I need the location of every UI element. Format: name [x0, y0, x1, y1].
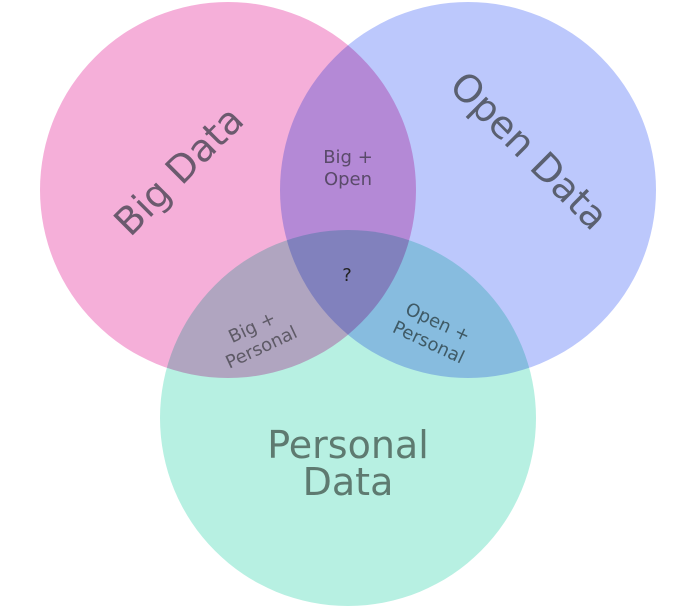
- personal-data-circle: [160, 230, 536, 606]
- personal-data-label-line2: Data: [303, 460, 394, 504]
- big-open-label-line1: Big +: [323, 147, 373, 168]
- personal-data-label-line1: Personal: [267, 423, 429, 467]
- center-question-label: ?: [342, 265, 352, 286]
- big-open-label-line2: Open: [324, 169, 372, 190]
